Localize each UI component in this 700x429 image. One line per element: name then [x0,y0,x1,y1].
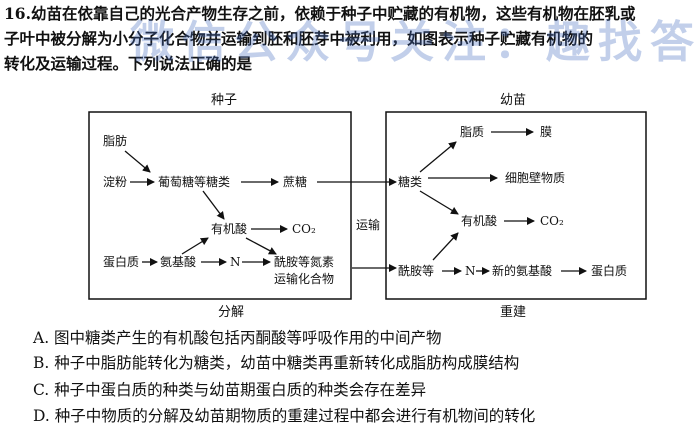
seedling-sugar: 糖类 [398,174,422,189]
seed-protein: 蛋白质 [103,254,139,269]
option-d: D. 种子中物质的分解及幼苗期物质的重建过程中都会进行有机物间的转化 [33,407,536,425]
seed-box [88,111,352,300]
seedling-title: 幼苗 [500,93,526,108]
seedling-lipid: 脂质 [460,124,484,139]
seedling-box [385,111,647,300]
transport-label: 运输 [356,217,380,232]
seed-amino-acid: 氨基酸 [160,254,196,269]
conversion-diagram: 种子 幼苗 分解 重建 脂肪 淀粉 葡萄糖等糖类 蔗糖 有机酸 CO₂ 蛋白质 … [88,93,647,320]
option-a: A. 图中糖类产生的有机酸包括丙酮酸等呼吸作用的中间产物 [33,329,442,347]
seed-organic-acid: 有机酸 [211,221,247,236]
arrow-sugar-to-acid [419,190,459,215]
seedling-amide: 酰胺等 [398,264,434,278]
seed-starch: 淀粉 [103,175,127,189]
seed-sucrose: 蔗糖 [283,174,307,189]
question-line-3: 转化及运输过程。下列说法正确的是 [4,54,253,73]
arrow-sugar-to-lipid [419,141,457,173]
seedling-co2: CO₂ [540,214,564,228]
seed-amide-line1: 酰胺等氮素 [274,254,334,269]
option-c: C. 种子中蛋白质的种类与幼苗期蛋白质的种类会存在差异 [33,381,427,399]
seed-title: 种子 [211,93,237,108]
seed-caption: 分解 [218,305,244,320]
seed-amide-line2: 运输化合物 [274,271,334,286]
question-line-2: 子叶中被分解为小分子化合物并运输到胚和胚芽中被利用，如图表示种子贮藏有机物的 [4,29,594,48]
seedling-membrane: 膜 [540,125,552,139]
seedling-n: N [465,264,476,278]
seed-co2: CO₂ [292,222,316,236]
option-b: B. 种子中脂肪能转化为糖类，幼苗中糖类再重新转化成脂肪构成膜结构 [33,354,520,372]
seedling-new-amino-acid: 新的氨基酸 [492,263,552,278]
seed-glucose: 葡萄糖等糖类 [158,174,230,189]
seed-fat: 脂肪 [103,133,127,148]
seedling-protein: 蛋白质 [591,263,627,278]
seed-n: N [230,255,241,269]
arrow-acid-to-amide [245,237,277,255]
arrow-amino-to-acid [181,237,209,255]
arrow-glucose-to-acid [202,190,225,220]
arrow-fat-to-glucose [124,150,151,173]
arrow-amide-to-acid [432,232,459,261]
seedling-caption: 重建 [500,304,526,320]
seedling-organic-acid: 有机酸 [461,213,497,228]
question-line-1: 16.幼苗在依靠自己的光合产物生存之前，依赖于种子中贮藏的有机物，这些有机物在胚… [4,4,635,24]
question-number: 16. [4,4,31,23]
question-text-1: 幼苗在依靠自己的光合产物生存之前，依赖于种子中贮藏的有机物，这些有机物在胚乳或 [30,4,636,23]
seedling-cell-wall: 细胞壁物质 [505,170,565,185]
